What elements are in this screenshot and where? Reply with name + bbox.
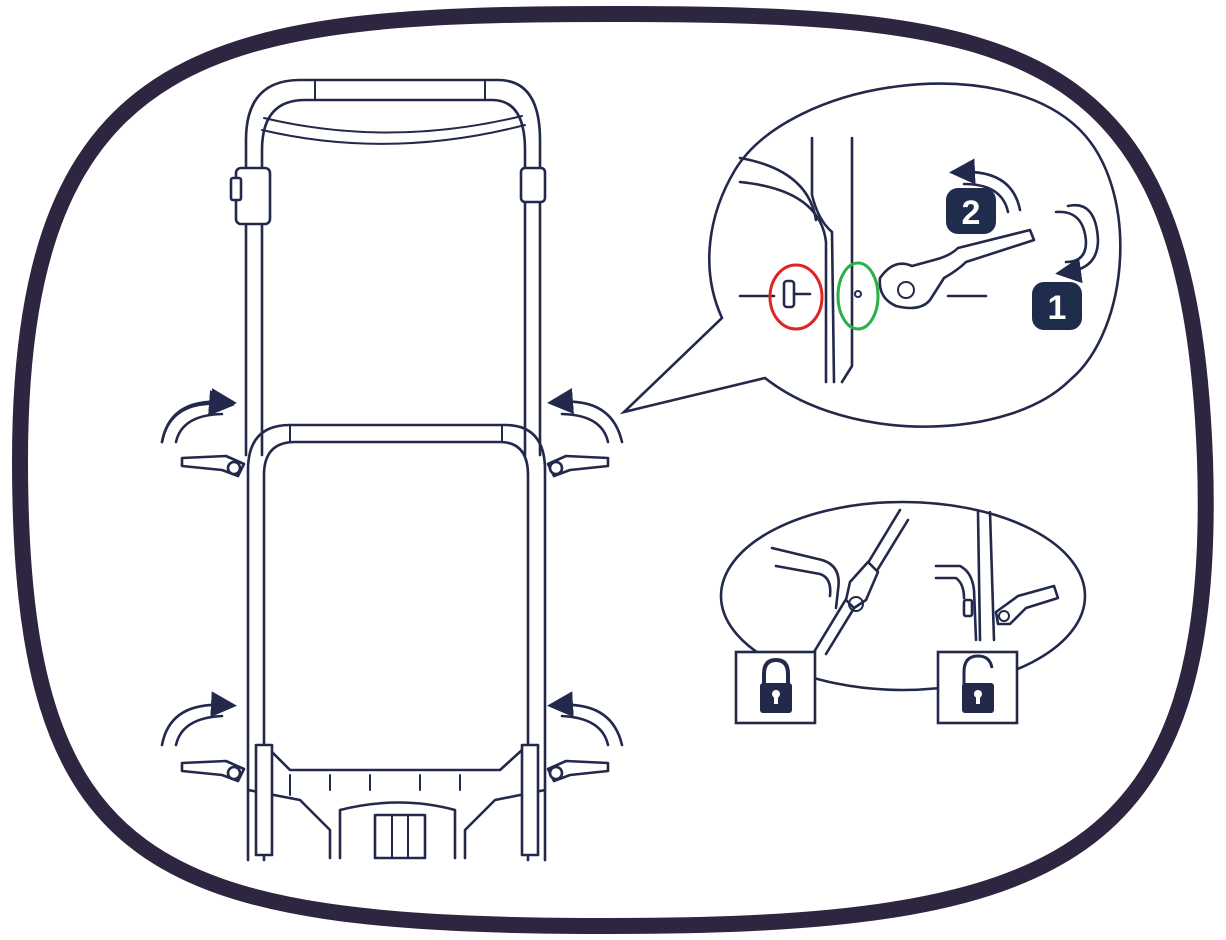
lever-detail — [878, 228, 1036, 310]
callout-bubble — [619, 82, 1122, 428]
quick-release-lever-icon[interactable] — [180, 454, 246, 478]
quick-release-lever-icon[interactable] — [546, 454, 610, 478]
curved-arrow-icon — [547, 388, 624, 444]
mower-deck — [246, 743, 547, 860]
cable-clip-right — [519, 166, 547, 204]
upper-handle-inner — [260, 98, 527, 457]
mower-handle — [160, 78, 624, 862]
curved-arrow-icon — [160, 691, 237, 747]
green-circle-hole — [836, 261, 880, 331]
upper-handle-bar — [244, 78, 542, 457]
outer-frame — [11, 5, 1214, 935]
curved-arrow-icon — [547, 691, 624, 747]
quick-release-lever-icon[interactable] — [180, 759, 246, 783]
red-circle-pin — [768, 263, 824, 331]
detail-callout-bottom — [719, 500, 1087, 725]
svg-text:2: 2 — [962, 194, 981, 232]
curved-arrow-icon — [160, 390, 235, 444]
svg-text:1: 1 — [1048, 289, 1067, 327]
quick-release-lever-icon[interactable] — [546, 759, 610, 783]
lower-handle-bar — [246, 423, 547, 862]
padlock-open-icon — [936, 650, 1019, 725]
rotate-left-arrow-icon — [949, 158, 1022, 212]
detail-callout-top: 2 1 — [619, 82, 1122, 428]
step-badge-1: 1 — [1032, 282, 1082, 330]
padlock-closed-icon — [734, 650, 817, 725]
callout-ellipse — [719, 500, 1087, 692]
rotate-down-arrow-icon — [1055, 203, 1100, 284]
step-badge-2: 2 — [946, 188, 996, 234]
